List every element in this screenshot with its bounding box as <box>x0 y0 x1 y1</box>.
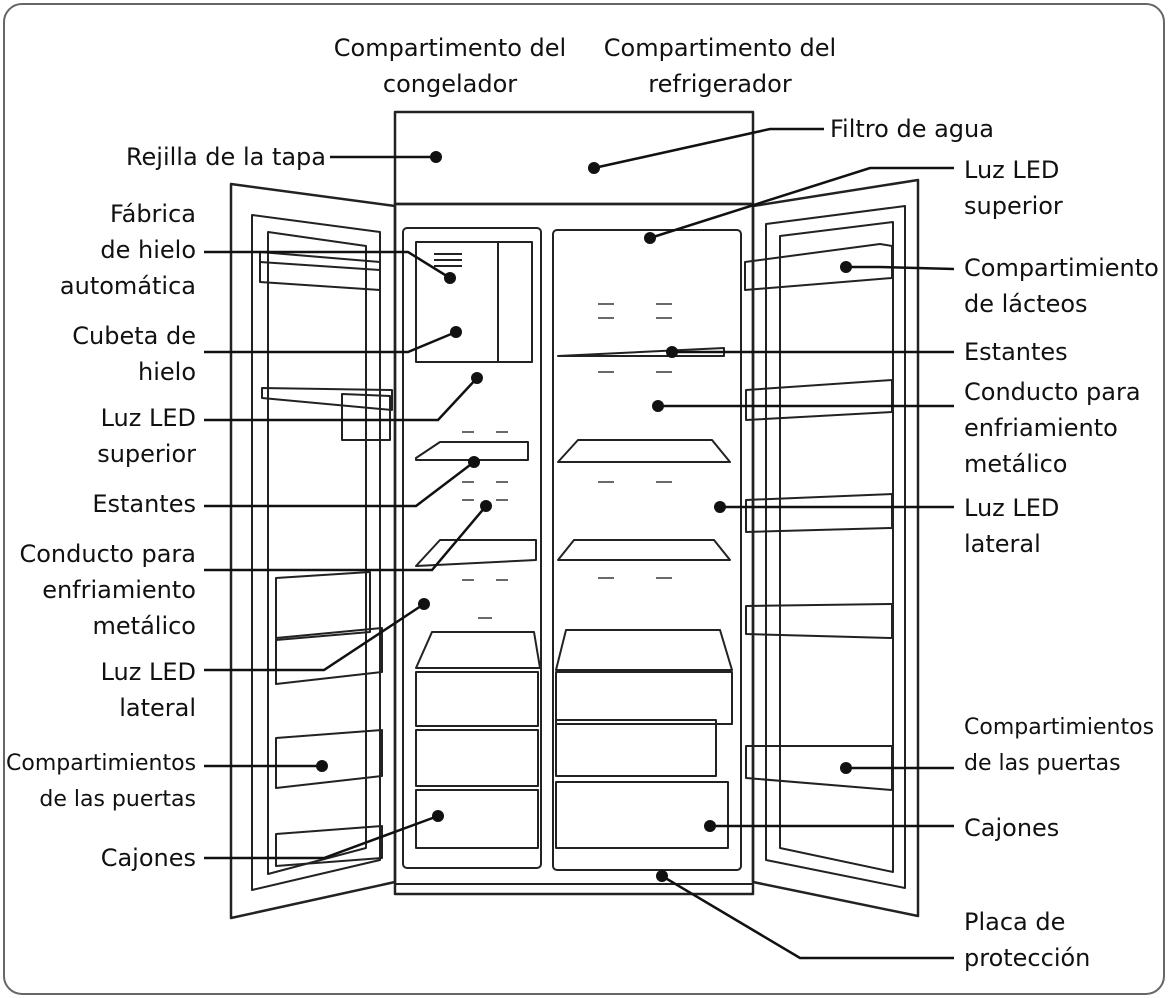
line-estantes-izq <box>204 461 475 508</box>
fridge-shelf-3 <box>557 539 731 561</box>
dairy-compartment <box>744 243 893 291</box>
line-cajones-izq <box>204 814 439 860</box>
freezer-shelf-3 <box>415 631 541 669</box>
freezer-shelf-2 <box>415 539 537 567</box>
line-placa-proteccion <box>661 874 954 960</box>
callout-dots <box>316 151 852 882</box>
fridge-compartment <box>552 229 742 871</box>
top-cover <box>393 110 755 206</box>
line-luz-led-superior-der <box>649 166 954 240</box>
line-luz-led-superior-izq <box>204 377 478 422</box>
right-door-bin-3 <box>745 603 893 639</box>
right-door-bin-1 <box>745 379 893 421</box>
label-rejilla-tapa: Rejilla de la tapa <box>125 143 326 171</box>
fridge-drawer-3 <box>555 781 729 849</box>
line-conducto-izq <box>204 505 487 572</box>
right-door-bin-2 <box>745 493 893 533</box>
line-cubeta-hielo <box>204 330 457 354</box>
fridge-shelf-4 <box>555 629 733 671</box>
freezer-drawer-1 <box>415 671 539 727</box>
callout-lines <box>204 127 955 960</box>
dispenser <box>261 387 393 411</box>
right-door-bin-4 <box>745 745 893 791</box>
fridge-drawer-1 <box>555 671 733 725</box>
ice-maker <box>415 241 533 363</box>
line-filtro-agua <box>593 127 824 170</box>
left-door <box>229 182 397 920</box>
freezer-compartment <box>402 227 542 869</box>
label-filtro-agua: Filtro de agua <box>830 115 994 143</box>
fridge-shelf-2 <box>557 439 731 463</box>
line-luz-led-lateral-izq <box>204 602 425 672</box>
right-door <box>751 178 920 918</box>
label-cajones-der: Cajones <box>964 814 1060 842</box>
freezer-drawer-2 <box>415 729 539 787</box>
left-door-bin-2 <box>275 729 383 789</box>
outer-frame <box>3 3 1165 995</box>
freezer-drawer-3 <box>415 789 539 849</box>
label-cajones-izq: Cajones <box>100 844 196 872</box>
line-fabrica-hielo <box>204 250 451 280</box>
left-door-bin-top <box>259 251 381 291</box>
line-compartimiento-lacteos <box>846 265 955 271</box>
left-door-bin-3 <box>275 825 383 867</box>
fridge-drawer-2 <box>555 719 717 777</box>
refrigerator-drawing <box>229 110 920 920</box>
label-estantes-der: Estantes <box>964 338 1068 366</box>
label-estantes-izq: Estantes <box>92 490 196 518</box>
vent-marks <box>462 303 672 619</box>
left-door-bin-1 <box>275 627 383 685</box>
freezer-shelf-1 <box>415 441 529 461</box>
